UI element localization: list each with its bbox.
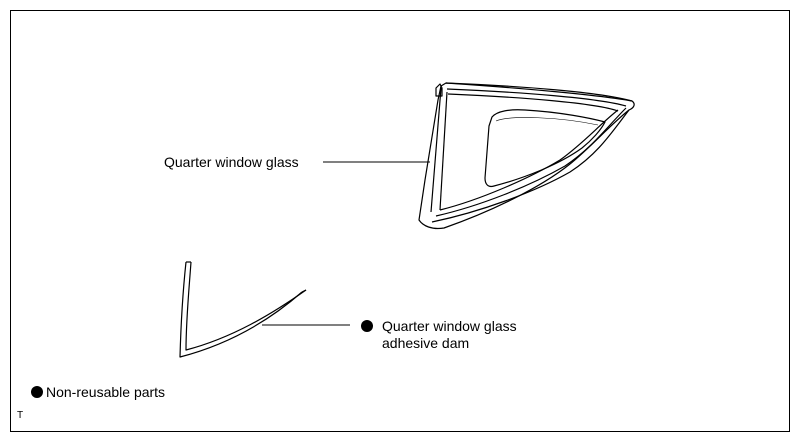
legend-non-reusable-parts: Non-reusable parts: [46, 384, 166, 400]
legend-bullet-icon: [31, 386, 43, 398]
corner-mark: T: [17, 410, 24, 421]
adhesive-dam-drawing: [179, 261, 307, 358]
non-reusable-bullet-icon: [361, 320, 373, 332]
quarter-window-glass-drawing: [418, 82, 635, 230]
glass-front-edge: [430, 87, 442, 213]
adhesive-dam-label-line1: Quarter window glass: [382, 318, 517, 334]
adhesive-dam-label-line2: adhesive dam: [382, 335, 470, 351]
diagram-frame: [10, 10, 790, 432]
adhesive-dam-label: Quarter window glass adhesive dam: [382, 318, 517, 352]
quarter-window-glass-label: Quarter window glass: [164, 154, 299, 170]
glass-top-rim: [445, 82, 633, 102]
glass-bottom-molding: [439, 109, 619, 211]
glass-inner-opening: [484, 109, 606, 188]
glass-clip: [435, 83, 443, 97]
